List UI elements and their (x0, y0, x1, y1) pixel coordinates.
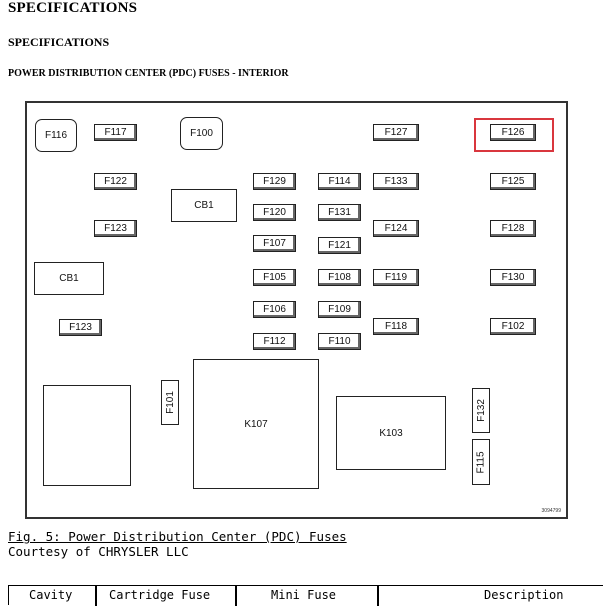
fuse-F132: F132 (472, 388, 490, 433)
fuse-F131: F131 (318, 204, 361, 221)
fuse-F119: F119 (373, 269, 419, 286)
fuse-F122: F122 (94, 173, 137, 190)
fuse-F115: F115 (472, 439, 490, 485)
fuse-F100: F100 (180, 117, 223, 150)
fuse-F133: F133 (373, 173, 419, 190)
column-divider (95, 586, 97, 606)
fuse-F120: F120 (253, 204, 296, 221)
relay-K107: K107 (193, 359, 319, 489)
fuse-F128: F128 (490, 220, 536, 237)
fuse-F124: F124 (373, 220, 419, 237)
fuse-F126: F126 (490, 124, 536, 141)
relay-K103: K103 (336, 396, 446, 470)
header-mini-fuse: Mini Fuse (271, 588, 337, 602)
fuse-F101: F101 (161, 380, 179, 425)
section-heading: SPECIFICATIONS (8, 35, 110, 49)
pdc-fuse-diagram: F116 F117 F100 F127 F126 F122 F129 F114 … (25, 101, 568, 519)
header-cavity: Cavity (29, 588, 73, 602)
circuit-breaker-CB1-top: CB1 (171, 189, 237, 222)
column-divider (377, 586, 379, 606)
fuse-F105: F105 (253, 269, 296, 286)
subsection-heading: POWER DISTRIBUTION CENTER (PDC) FUSES - … (8, 68, 289, 79)
fuse-F123-bottom: F123 (59, 319, 102, 336)
header-description: Description (484, 588, 564, 602)
fuse-F112: F112 (253, 333, 296, 350)
column-divider (235, 586, 237, 606)
empty-relay-slot (43, 385, 131, 486)
fuse-F114: F114 (318, 173, 361, 190)
fuse-F121: F121 (318, 237, 361, 254)
highlight-box-F126 (474, 118, 554, 152)
fuse-F102: F102 (490, 318, 536, 335)
fuse-F125: F125 (490, 173, 536, 190)
page-heading: SPECIFICATIONS (8, 0, 138, 16)
fuse-table-header: Cavity Cartridge Fuse Mini Fuse Descript… (8, 585, 603, 606)
fuse-F129: F129 (253, 173, 296, 190)
fuse-F127: F127 (373, 124, 419, 141)
courtesy-line: Courtesy of CHRYSLER LLC (8, 544, 189, 559)
fuse-F118: F118 (373, 318, 419, 335)
fuse-F106: F106 (253, 301, 296, 318)
fuse-F117: F117 (94, 124, 137, 141)
circuit-breaker-CB1-left: CB1 (34, 262, 104, 295)
header-cartridge-fuse: Cartridge Fuse (109, 588, 211, 602)
fuse-F130: F130 (490, 269, 536, 286)
figure-number: 3094799 (541, 508, 561, 514)
fuse-F110: F110 (318, 333, 361, 350)
fuse-F107: F107 (253, 235, 296, 252)
fuse-F123-top: F123 (94, 220, 137, 237)
fuse-F109: F109 (318, 301, 361, 318)
figure-caption: Fig. 5: Power Distribution Center (PDC) … (8, 529, 347, 544)
fuse-F116: F116 (35, 119, 77, 152)
fuse-F108: F108 (318, 269, 361, 286)
